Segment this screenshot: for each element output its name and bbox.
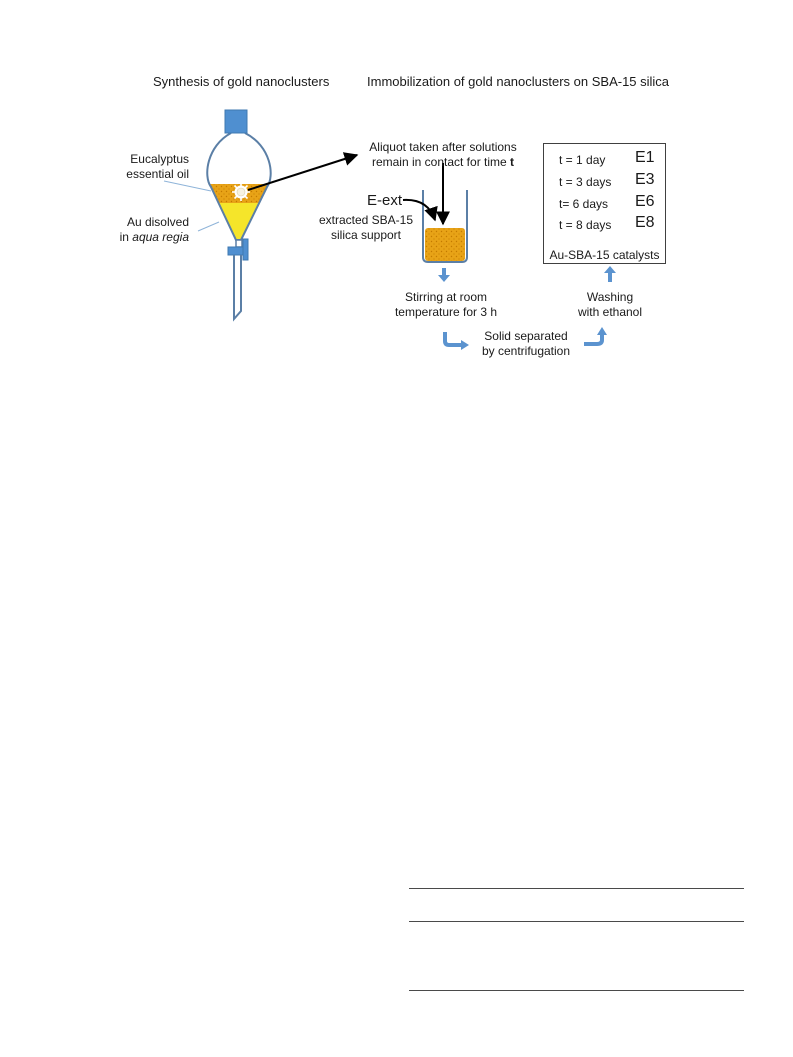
separation-label: Solid separated by centrifugation: [481, 329, 571, 358]
table-rule-bottom: [409, 990, 744, 991]
row-time: t = 3 days: [559, 175, 612, 189]
down-arrow-icon: [438, 268, 450, 282]
au-pointer: [197, 221, 220, 232]
bent-arrow-left-icon: [443, 332, 469, 350]
row-code: E1: [635, 149, 655, 166]
stirring-label: Stirring at room temperature for 3 h: [394, 290, 498, 319]
immobilization-header: Immobilization of gold nanoclusters on S…: [367, 74, 670, 89]
table-rule-mid: [409, 921, 744, 922]
support-curved-arrow: [402, 198, 438, 222]
oil-label: Eucalyptus essential oil: [126, 152, 189, 181]
nanocluster-icon: [232, 183, 250, 201]
oil-pointer: [163, 180, 212, 192]
table-rule-top: [409, 888, 744, 889]
row-time: t = 8 days: [559, 218, 612, 232]
synthesis-header: Synthesis of gold nanoclusters: [153, 74, 330, 89]
stopper: [224, 109, 248, 134]
row-code: E8: [635, 214, 655, 231]
row-code: E6: [635, 193, 655, 210]
aliquot-arrow: [247, 152, 359, 191]
row-time: t= 6 days: [559, 197, 609, 211]
scheme-drawing: [163, 109, 616, 350]
catalysts-box: t = 1 day E1 t = 3 days E3 t= 6 days E6 …: [543, 143, 666, 264]
bent-arrow-right-icon: [584, 327, 607, 346]
washing-label: Washing with ethanol: [577, 290, 643, 319]
row-code: E3: [635, 171, 655, 188]
up-arrow-icon: [604, 266, 616, 282]
support-code: E-ext: [367, 192, 403, 209]
aliquot-note: Aliquot taken after solutions remain in …: [369, 140, 517, 169]
separatory-funnel: [206, 109, 272, 322]
beaker: [422, 190, 468, 263]
funnel-stem: [233, 255, 242, 322]
support-label: extracted SBA-15 silica support: [318, 213, 414, 242]
row-time: t = 1 day: [559, 153, 606, 167]
catalysts-caption: Au-SBA-15 catalysts: [549, 248, 660, 262]
au-label: Au disolved in aqua regia: [119, 215, 189, 244]
